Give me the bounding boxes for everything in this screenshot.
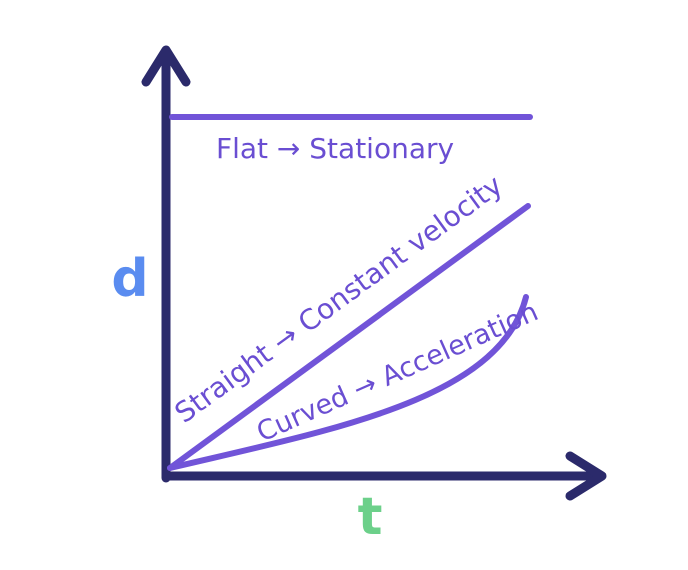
flat-line-label: Flat → Stationary <box>216 132 454 165</box>
curved-line <box>167 294 529 471</box>
x-axis <box>161 451 607 501</box>
straight-line <box>167 203 531 471</box>
y-axis-label: d <box>111 249 148 309</box>
y-axis-arrowhead <box>141 45 191 87</box>
x-axis-arrowhead <box>565 451 607 501</box>
flat-line-group: Flat → Stationary <box>169 114 533 165</box>
x-axis-label: t <box>358 487 383 547</box>
y-axis <box>141 45 191 483</box>
